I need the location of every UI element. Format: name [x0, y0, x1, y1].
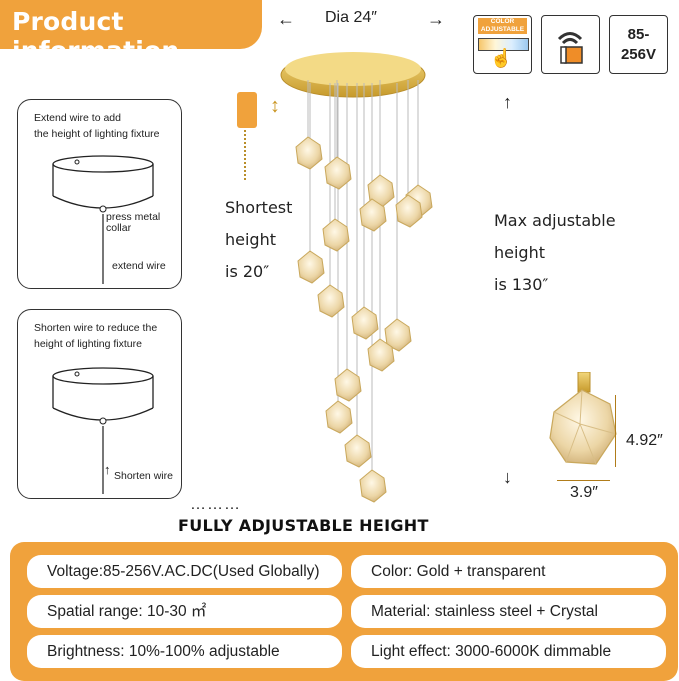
- spec-material: Material: stainless steel + Crystal: [351, 595, 666, 628]
- crystal-width-label: 3.9″: [570, 484, 598, 501]
- max-height-text: Max adjustable height is 130″: [494, 211, 616, 294]
- extend-wire-title: Extend wire to add the height of lightin…: [34, 112, 160, 140]
- crystal-detail: [549, 372, 617, 465]
- extend-wire-label: extend wire: [112, 260, 166, 272]
- wire-line: [102, 426, 104, 494]
- diameter-arrow-left: ←: [277, 9, 295, 29]
- voltage-badge-line2: 256V: [620, 46, 657, 63]
- spec-light-effect: Light effect: 3000-6000K dimmable: [351, 635, 666, 668]
- spec-spatial-range: Spatial range: 10-30 ㎡: [27, 595, 342, 628]
- chain-icon: [244, 130, 252, 180]
- shorten-canopy-diagram: [52, 367, 154, 425]
- spec-color: Color: Gold + transparent: [351, 555, 666, 588]
- crystal-height-label: 4.92″: [626, 432, 663, 449]
- shorten-arrow-icon: ↑: [104, 462, 111, 477]
- shortest-height-arrow: ↕: [270, 95, 280, 117]
- max-height-arrow-up: ↑: [503, 92, 512, 112]
- shorten-wire-label: Shorten wire: [114, 470, 173, 482]
- diameter-arrow-right: →: [427, 9, 445, 29]
- banner-title: Product information: [12, 7, 180, 65]
- wifi-plug-icon: [557, 32, 583, 64]
- spec-brightness: Brightness: 10%-100% adjustable: [27, 635, 342, 668]
- extend-wire-panel: Extend wire to add the height of lightin…: [17, 99, 182, 289]
- spec-voltage: Voltage:85-256V.AC.DC(Used Globally): [27, 555, 342, 588]
- wire-line: [102, 214, 104, 284]
- color-strip-icon: [478, 38, 529, 51]
- press-collar-label: press metal collar: [106, 211, 161, 234]
- shortest-height-text: Shortest height is 20″: [225, 198, 293, 281]
- color-adjustable-badge: COLOR ADJUSTABLE ☝: [473, 15, 532, 74]
- height-slider-icon: [237, 92, 257, 128]
- title-dots: ………: [190, 496, 241, 513]
- product-info-banner: Product information: [0, 0, 262, 65]
- crystal-height-line: [615, 395, 616, 467]
- hand-pointer-icon: ☝: [490, 48, 513, 68]
- extend-canopy-diagram: [52, 155, 154, 213]
- chandelier-illustration: [280, 52, 433, 503]
- voltage-badge-line1: 85-: [627, 26, 650, 43]
- shorten-wire-title: Shorten wire to reduce the height of lig…: [34, 322, 158, 350]
- crystal-width-line: [557, 480, 610, 481]
- max-height-arrow-down: ↓: [503, 467, 512, 487]
- voltage-badge: 85- 256V: [609, 15, 668, 74]
- remote-control-badge: [541, 15, 600, 74]
- color-adjustable-label: COLOR ADJUSTABLE: [478, 18, 527, 34]
- fully-adjustable-title: FULLY ADJUSTABLE HEIGHT: [178, 516, 429, 535]
- shorten-wire-panel: Shorten wire to reduce the height of lig…: [17, 309, 182, 499]
- diameter-label: Dia 24″: [325, 9, 377, 26]
